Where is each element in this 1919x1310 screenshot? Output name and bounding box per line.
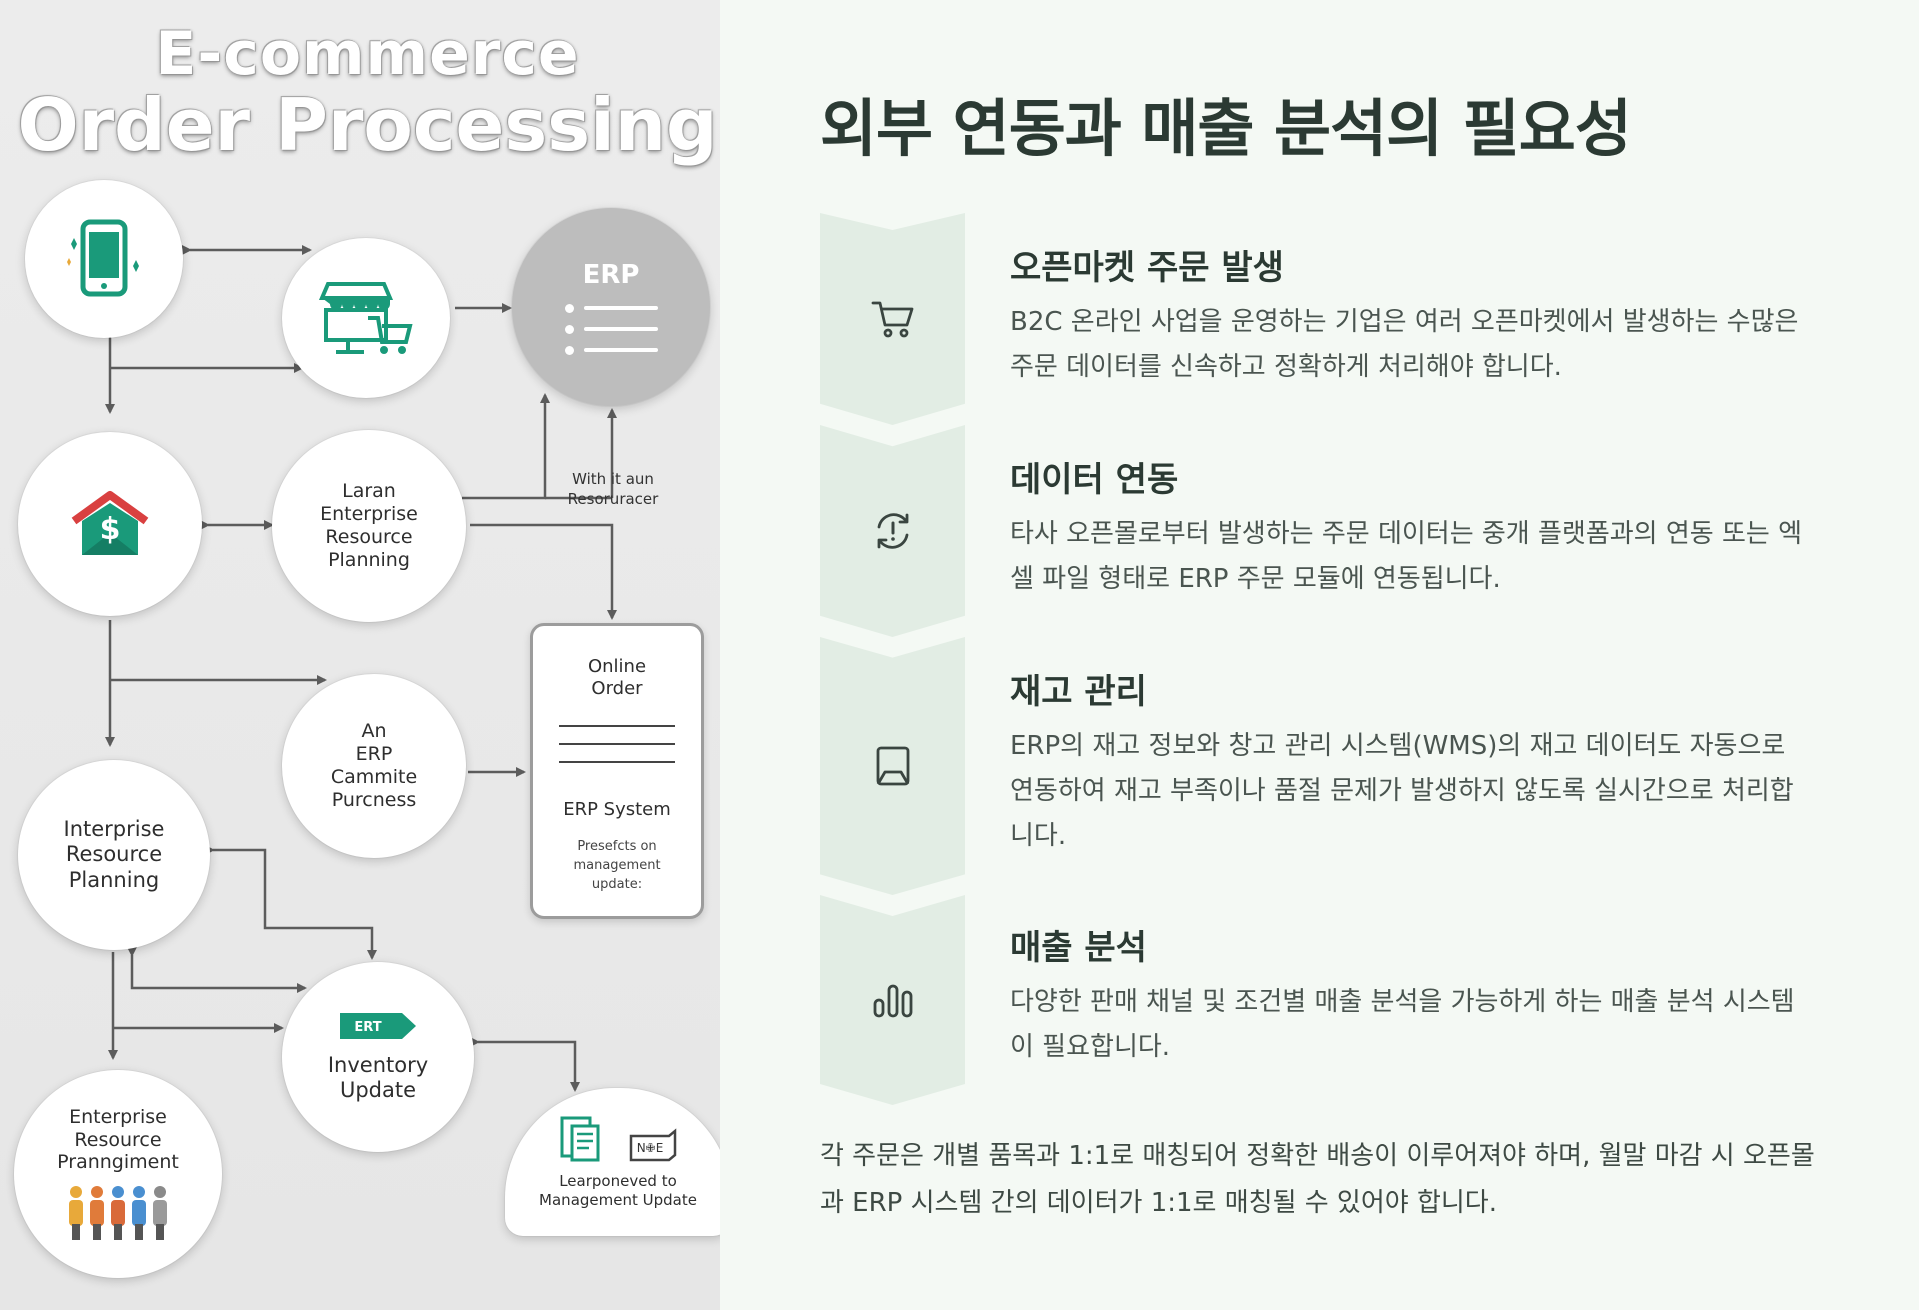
list-icon bbox=[564, 303, 658, 355]
item-title-data-sync: 데이터 연동 bbox=[1010, 460, 1179, 500]
box-icon-text: N✙E bbox=[637, 1141, 664, 1155]
laran-erp-label: Laran Enterprise Resource Planning bbox=[320, 480, 418, 571]
finance-node: $ bbox=[18, 432, 202, 616]
flow-diagram-panel: E-commerce Order Processing ERP bbox=[0, 0, 720, 1310]
enterprise-label: Enterprise Resource Pranngiment bbox=[57, 1105, 179, 1174]
bar-chart-icon bbox=[873, 984, 912, 1018]
item-title-sales-analysis: 매출 분석 bbox=[1010, 928, 1147, 968]
erp-tag-icon: ERT bbox=[340, 1012, 416, 1039]
chevron-step-2 bbox=[820, 425, 965, 637]
with-resource-label: With it aun Resoruracer bbox=[567, 470, 659, 508]
item-title-inventory: 재고 관리 bbox=[1010, 672, 1147, 712]
erp-node-label: ERP bbox=[582, 259, 640, 290]
chevron-step-3 bbox=[820, 637, 965, 895]
inventory-label: Inventory Update bbox=[327, 1052, 429, 1102]
item-desc-sales-analysis: 다양한 판매 채널 및 조건별 매출 분석을 가능하게 하는 매출 분석 시스템… bbox=[1010, 987, 1795, 1062]
content-panel: 외부 연동과 매출 분석의 필요성 오픈마켓 주문 발생 B2C 온라인 사업을… bbox=[720, 0, 1919, 1310]
erp-purchase-node: An ERP Cammite Purcness bbox=[282, 674, 466, 858]
inventory-node: ERT Inventory Update bbox=[282, 962, 474, 1152]
people-group-icon bbox=[69, 1186, 167, 1241]
online-order-note: Presefcts on management update: bbox=[573, 839, 661, 892]
item-desc-order: B2C 온라인 사업을 운영하는 기업은 여러 오픈마켓에서 발생하는 수많은 … bbox=[1010, 307, 1799, 382]
mobile-phone-icon bbox=[67, 219, 139, 297]
management-update-node: N✙E Learponeved to Management Update bbox=[505, 1088, 720, 1236]
erp-node: ERP bbox=[512, 208, 710, 406]
item-title-order: 오픈마켓 주문 발생 bbox=[1010, 248, 1284, 288]
online-order-card: Online Order ERP System Presefcts on man… bbox=[530, 623, 704, 919]
erp-system-label: ERP System bbox=[563, 799, 671, 821]
item-desc-data-sync: 타사 오픈몰로부터 발생하는 주문 데이터는 중개 플랫폼과의 연동 또는 엑셀… bbox=[1010, 519, 1802, 594]
box-icon bbox=[876, 746, 909, 786]
document-icon bbox=[560, 1116, 600, 1161]
storefront-cart-icon bbox=[318, 282, 413, 354]
shop-node bbox=[282, 238, 450, 398]
mobile-node bbox=[25, 180, 183, 338]
interprise-label: Interprise Resource Planning bbox=[63, 817, 165, 892]
interprise-node: Interprise Resource Planning bbox=[18, 760, 210, 950]
flow-arrows bbox=[105, 245, 617, 1092]
erp-purchase-label: An ERP Cammite Purcness bbox=[330, 720, 418, 811]
enterprise-node: Enterprise Resource Pranngiment bbox=[14, 1070, 222, 1278]
footer-note: 각 주문은 개별 품목과 1:1로 매칭되어 정확한 배송이 이루어져야 하며,… bbox=[820, 1141, 1815, 1218]
chevron-step-1 bbox=[820, 213, 965, 425]
inventory-badge-text: ERT bbox=[354, 1020, 381, 1035]
house-dollar-icon: $ bbox=[71, 491, 149, 555]
page-title: 외부 연동과 매출 분석의 필요성 bbox=[820, 92, 1632, 165]
diagram-title-line2: Order Processing bbox=[17, 82, 718, 167]
sync-alert-icon bbox=[877, 513, 908, 549]
diagram-title-line1: E-commerce bbox=[155, 19, 580, 89]
online-order-title: Online Order bbox=[587, 656, 647, 699]
online-order-lines bbox=[559, 725, 675, 764]
box-icon: N✙E bbox=[629, 1127, 677, 1161]
management-update-label: Learponeved to Management Update bbox=[539, 1171, 697, 1210]
svg-text:$: $ bbox=[100, 512, 121, 547]
laran-erp-node: Laran Enterprise Resource Planning bbox=[272, 430, 466, 622]
shopping-cart-icon bbox=[871, 301, 913, 338]
chevron-step-4 bbox=[820, 895, 965, 1105]
item-desc-inventory: ERP의 재고 정보와 창고 관리 시스템(WMS)의 재고 데이터도 자동으로… bbox=[1010, 731, 1794, 851]
diagram-title: E-commerce Order Processing bbox=[0, 22, 720, 165]
